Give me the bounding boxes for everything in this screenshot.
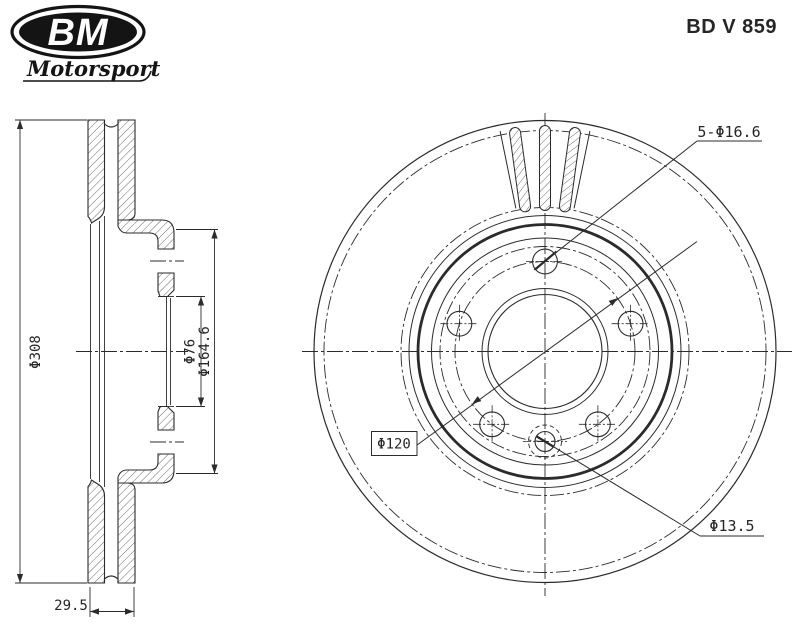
part-number: BD V 859 — [686, 16, 777, 38]
dim-bolt-holes-label: 5-Φ16.6 — [697, 123, 760, 141]
dim-bolt-circle — [371, 241, 698, 456]
logo-underline — [23, 70, 152, 82]
bore-chamfer-circle — [481, 288, 609, 415]
dim-thickness — [89, 587, 135, 617]
pin-hole — [528, 424, 562, 459]
disc-outer-edge — [313, 119, 777, 584]
dim-thickness-label: 29.5 — [54, 598, 88, 614]
hat-step-circle — [431, 237, 659, 466]
vent-vane — [509, 125, 581, 213]
dim-bolt-holes-leader — [533, 140, 762, 271]
dim-hub-flange-label: Φ164.6 — [197, 326, 213, 377]
hat-outer-circle — [408, 215, 682, 488]
dim-outer-diameter — [15, 119, 87, 584]
dim-outer-diameter-label: Φ308 — [28, 335, 44, 369]
center-bore — [487, 293, 603, 410]
dim-bore-label: Φ76 — [183, 339, 199, 364]
vane-root-circle — [439, 246, 651, 457]
dim-bolt-circle-label: Φ120 — [377, 437, 411, 453]
dim-bore — [176, 296, 205, 407]
dim-pin-hole-label: Φ13.5 — [709, 517, 754, 535]
logo-ellipse-inner — [19, 12, 137, 52]
front-view — [302, 113, 792, 596]
dim-hub-flange — [176, 229, 218, 474]
logo-secondary-text: Motorsport — [26, 56, 161, 81]
dim-pin-hole-leader — [535, 435, 764, 537]
hub-flange-circle — [416, 223, 674, 480]
vent-section — [499, 125, 591, 213]
section-view — [15, 119, 218, 617]
logo: BM Motorsport — [10, 4, 161, 82]
logo-primary-text: BM — [47, 12, 108, 54]
